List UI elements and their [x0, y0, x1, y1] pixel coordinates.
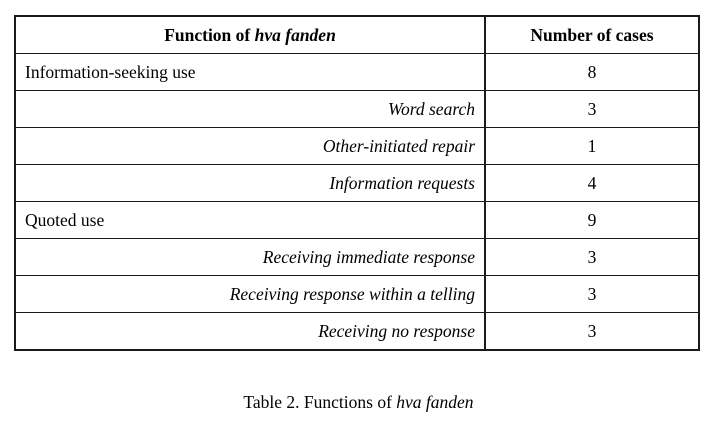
- row-label-sub: Information requests: [14, 164, 486, 202]
- table-header-row: Function of hva fanden Number of cases: [14, 15, 700, 54]
- row-label-category: Quoted use: [14, 201, 486, 239]
- row-count: 3: [484, 275, 700, 313]
- functions-table: Function of hva fanden Number of cases I…: [14, 15, 700, 351]
- column-header-count: Number of cases: [484, 15, 700, 54]
- row-label-sub: Receiving response within a telling: [14, 275, 486, 313]
- table-header: Function of hva fanden Number of cases: [14, 15, 700, 54]
- row-count: 3: [484, 238, 700, 276]
- row-label-sub: Receiving immediate response: [14, 238, 486, 276]
- column-header-function: Function of hva fanden: [14, 15, 486, 54]
- column-header-function-emphasis: hva fanden: [254, 24, 336, 45]
- row-label-category: Information-seeking use: [14, 53, 486, 91]
- table-caption: Table 2. Functions of hva fanden: [0, 392, 717, 413]
- row-count: 9: [484, 201, 700, 239]
- caption-prefix: Table 2. Functions of: [243, 392, 397, 412]
- row-label-sub: Receiving no response: [14, 312, 486, 351]
- caption-emphasis: hva fanden: [396, 392, 474, 412]
- row-count: 4: [484, 164, 700, 202]
- row-count: 3: [484, 312, 700, 351]
- row-count: 8: [484, 53, 700, 91]
- row-count: 1: [484, 127, 700, 165]
- column-header-function-prefix: Function of: [164, 24, 255, 45]
- row-label-sub: Word search: [14, 90, 486, 128]
- row-label-sub: Other-initiated repair: [14, 127, 486, 165]
- row-count: 3: [484, 90, 700, 128]
- table-container: Function of hva fanden Number of cases I…: [14, 15, 700, 351]
